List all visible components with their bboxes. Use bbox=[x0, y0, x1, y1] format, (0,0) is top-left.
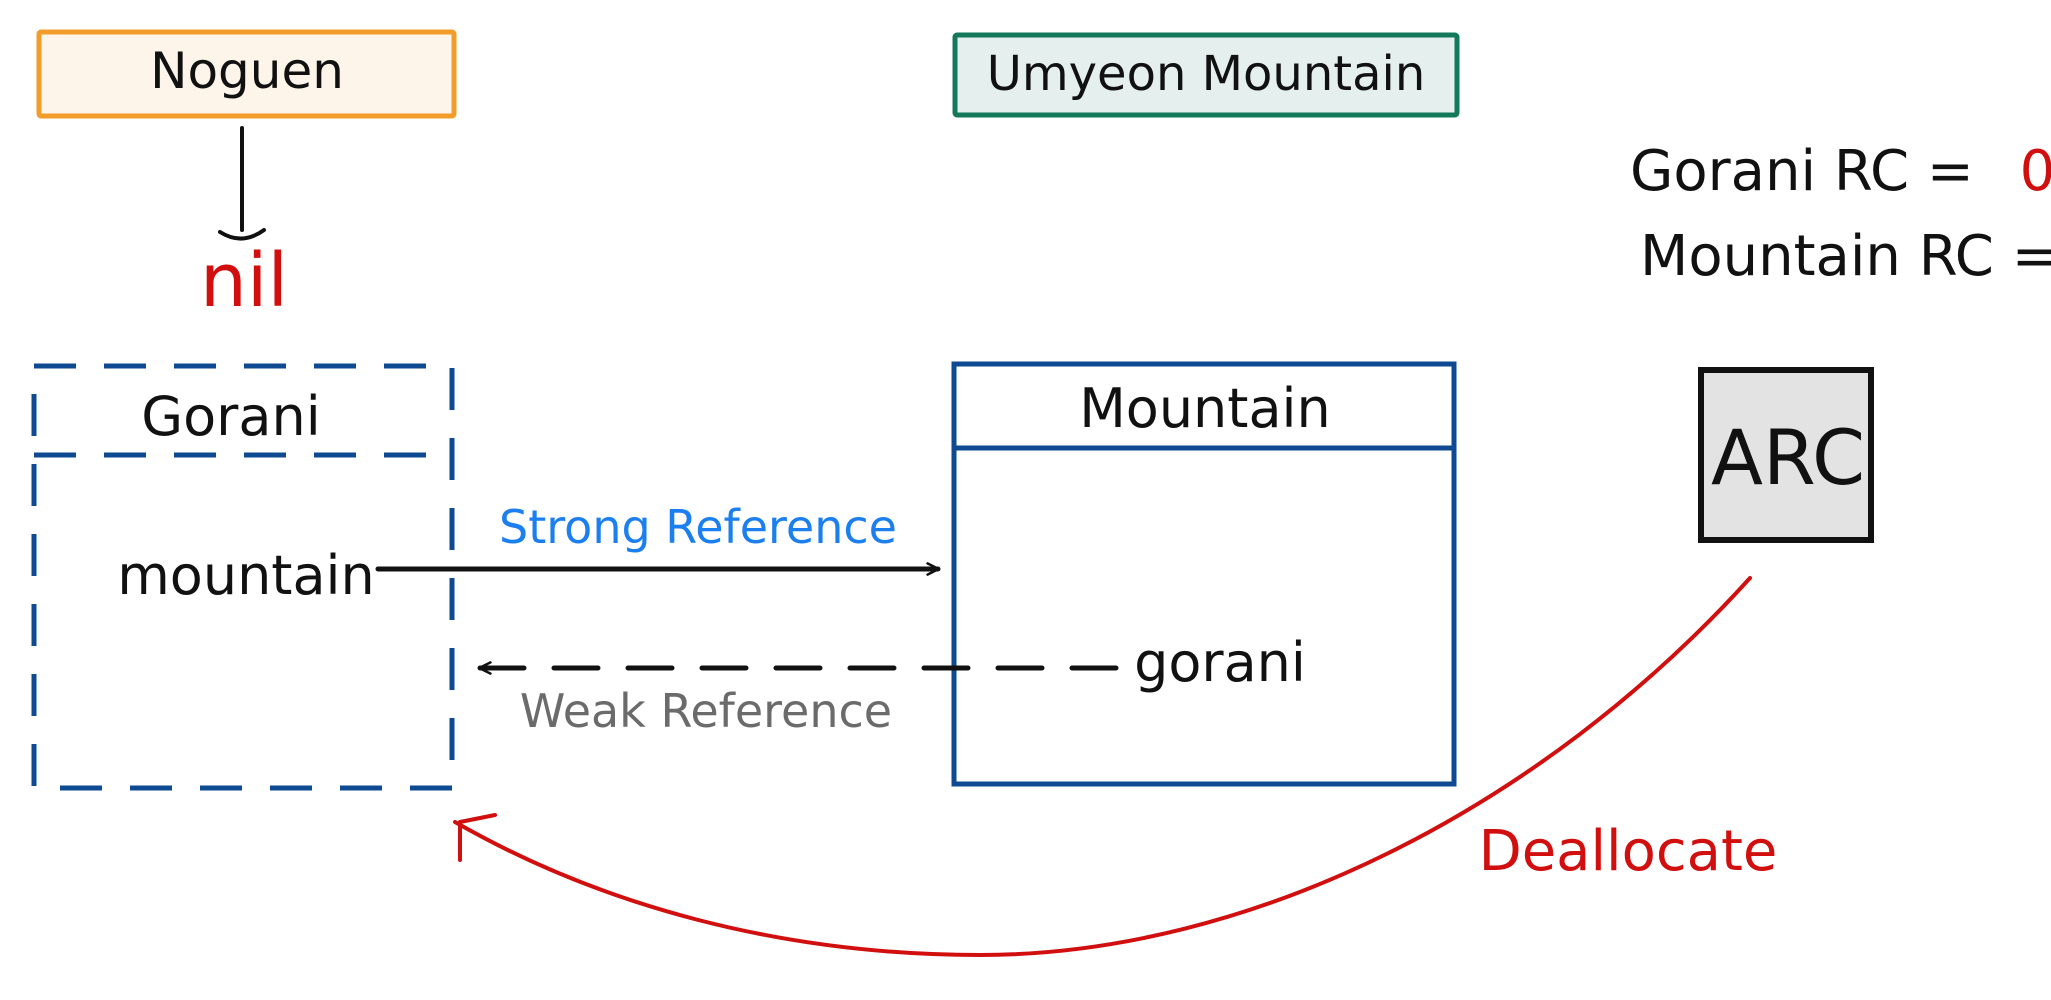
strong-reference-label: Strong Reference bbox=[499, 500, 897, 554]
umyeon-mountain-label: Umyeon Mountain bbox=[987, 46, 1426, 102]
gorani-mountain-property: mountain bbox=[117, 544, 375, 607]
gorani-object: Gorani mountain bbox=[31, 363, 455, 791]
noguen-to-nil-arrowhead bbox=[218, 228, 266, 241]
deallocate-label: Deallocate bbox=[1479, 819, 1778, 884]
gorani-rc-line: Gorani RC = 0 bbox=[1630, 139, 2051, 204]
noguen-label: Noguen bbox=[150, 42, 344, 100]
mountain-object: Mountain gorani bbox=[951, 361, 1457, 787]
mountain-gorani-property: gorani bbox=[1134, 631, 1306, 694]
mountain-rc-line: Mountain RC = 1 bbox=[1640, 224, 2051, 289]
noguen-box-frame bbox=[36, 29, 457, 119]
gorani-object-title: Gorani bbox=[141, 385, 320, 448]
umyeon-mountain-box-frame bbox=[952, 32, 1460, 118]
gorani-rc-value: 0 bbox=[2020, 139, 2051, 204]
arc-box: ARC bbox=[1698, 367, 1874, 543]
gorani-rc-label: Gorani RC = bbox=[1630, 139, 1974, 204]
weak-reference-label: Weak Reference bbox=[520, 684, 892, 738]
deallocate-arrowhead bbox=[458, 813, 497, 862]
reference-counts: Gorani RC = 0 Mountain RC = 1 bbox=[1630, 139, 2051, 289]
noguen-box: Noguen bbox=[36, 29, 457, 119]
arc-label: ARC bbox=[1711, 413, 1865, 502]
umyeon-mountain-box: Umyeon Mountain bbox=[952, 32, 1460, 118]
deallocate-arrow bbox=[453, 576, 1752, 958]
mountain-object-frame bbox=[951, 361, 1457, 787]
mountain-rc-label: Mountain RC = bbox=[1640, 224, 2051, 289]
nil-label: nil bbox=[200, 238, 288, 324]
arc-box-frame bbox=[1698, 367, 1874, 543]
mountain-object-title: Mountain bbox=[1079, 377, 1331, 440]
